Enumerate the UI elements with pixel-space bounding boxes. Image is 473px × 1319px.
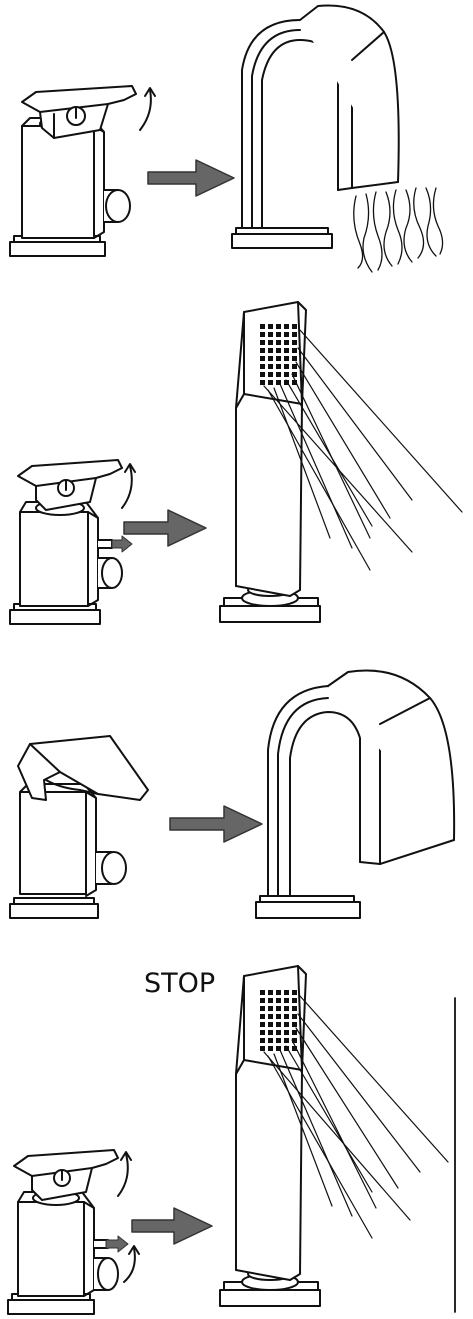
right-arrow-icon	[147, 159, 235, 197]
right-arrow-icon	[169, 805, 263, 843]
shower-nozzle-grid	[260, 990, 297, 1051]
panel-3-drawing	[9, 669, 456, 919]
curved-arrow-icon	[121, 463, 136, 509]
right-arrow-icon	[105, 1207, 213, 1253]
panel-1-drawing	[9, 4, 444, 273]
panel-2-drawing	[9, 301, 463, 625]
mixer-tap-icon	[9, 85, 137, 257]
water-spray	[263, 329, 463, 571]
mixer-tap-icon	[9, 735, 149, 919]
mixer-tap-icon	[7, 1149, 119, 1315]
curved-arrow-icon	[117, 1151, 132, 1197]
curved-arrow-icon	[123, 1245, 140, 1283]
panel-waterfall-spout-flow	[0, 640, 473, 950]
panel-4-drawing	[7, 965, 456, 1315]
panel-stop-hand-shower: STOP	[0, 950, 473, 1319]
shower-head-icon	[219, 301, 463, 623]
shower-head-icon	[219, 965, 449, 1307]
curved-arrow-icon	[139, 87, 156, 131]
spout-icon	[255, 669, 456, 919]
stop-label: STOP	[144, 968, 216, 999]
panel-hand-shower-flow	[0, 290, 473, 640]
water-spray	[263, 995, 449, 1239]
spout-icon	[231, 4, 444, 273]
panel-bath-spout-flow	[0, 0, 473, 290]
shower-nozzle-grid	[260, 324, 297, 385]
right-arrow-icon	[111, 509, 207, 553]
mixer-tap-icon	[9, 459, 123, 625]
